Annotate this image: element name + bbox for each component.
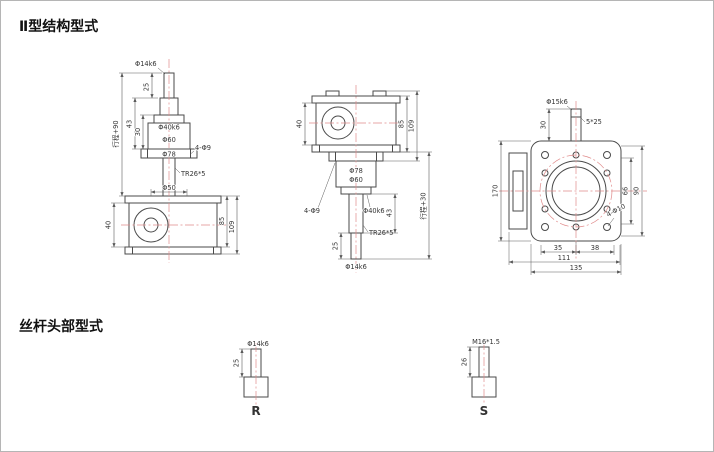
dim-85: 85: [398, 120, 406, 128]
section-title-screw-head: 丝杆头部型式: [19, 318, 103, 335]
label-keyway: 5*25: [586, 118, 602, 126]
dim-43: 43: [386, 209, 394, 217]
dim-90: 90: [633, 187, 641, 195]
bolt-hole: [603, 169, 611, 177]
dim-38: 38: [591, 244, 599, 252]
head-type-s: M16*1.5 26 S: [460, 337, 501, 418]
dim-111: 111: [558, 254, 571, 262]
dim-85: 85: [218, 217, 226, 225]
dim-109: 109: [408, 120, 416, 133]
housing-top-plate: [124, 195, 222, 204]
label-phi60: Φ60: [349, 176, 363, 184]
dim-35: 35: [554, 244, 562, 252]
bolt-hole: [541, 205, 549, 213]
label-phi14k6: Φ14k6: [345, 263, 367, 271]
label-thread: TR26*5: [180, 170, 206, 178]
type-label-r: R: [251, 404, 260, 418]
section-title-structure: Ⅱ型结构型式: [19, 18, 98, 35]
dim-stroke-90: 行程+90: [111, 120, 120, 147]
view-flange-end: Φ15k6 30 5*25 170 66 90 4-Φ10: [491, 97, 647, 275]
centerlines: [121, 59, 231, 263]
label-phi14k6: Φ14k6: [135, 60, 157, 68]
dim-30: 30: [540, 121, 548, 129]
dim-40: 40: [105, 221, 113, 229]
dim-40: 40: [296, 120, 304, 128]
dimensions: 40 4-Φ9 Φ40k6 Φ78 Φ60 TR26*5 43 25 Φ14k6…: [295, 90, 432, 272]
label-bolt-holes: 4-Φ9: [195, 144, 211, 152]
bolt-hole: [541, 169, 549, 177]
label-phi50: Φ50: [162, 184, 176, 192]
mount-pad: [325, 90, 340, 97]
bolt-hole: [603, 205, 611, 213]
corner-hole: [603, 223, 611, 231]
label-phi14k6: Φ14k6: [247, 340, 269, 348]
dim-43: 43: [126, 120, 134, 128]
dimensions: 25 Φ14k6 行程+90 43 30 Φ40k6 Φ60 Φ78 4-Φ9 …: [104, 59, 240, 255]
corner-hole: [541, 223, 549, 231]
dim-66: 66: [622, 187, 630, 195]
dim-stroke-30: 行程+30: [419, 192, 428, 219]
dim-25: 25: [233, 359, 241, 367]
corner-hole: [603, 151, 611, 159]
label-m16: M16*1.5: [472, 338, 500, 346]
housing-base-plate: [124, 246, 222, 255]
centerlines: [309, 85, 403, 273]
view-middle-jack: 40 4-Φ9 Φ40k6 Φ78 Φ60 TR26*5 43 25 Φ14k6…: [295, 85, 432, 273]
label-phi40k6: Φ40k6: [158, 124, 180, 132]
label-phi15k6: Φ15k6: [546, 98, 568, 106]
label-phi60: Φ60: [162, 136, 176, 144]
dim-30: 30: [134, 128, 142, 136]
label-phi40k6: Φ40k6: [363, 207, 385, 215]
label-bolt-holes: 4-Φ9: [304, 207, 320, 215]
label-phi78: Φ78: [162, 151, 176, 159]
corner-hole: [541, 151, 549, 159]
dim-109: 109: [228, 221, 236, 234]
dim-25: 25: [143, 83, 151, 91]
bolt-circle: [539, 154, 613, 228]
jack-outline: [124, 72, 222, 255]
dim-26: 26: [461, 358, 469, 366]
type-label-s: S: [480, 404, 489, 418]
view-left-jack: 25 Φ14k6 行程+90 43 30 Φ40k6 Φ60 Φ78 4-Φ9 …: [104, 59, 240, 263]
dim-170: 170: [492, 185, 500, 198]
dim-135: 135: [570, 264, 583, 272]
centerlines: [499, 101, 647, 259]
label-phi78: Φ78: [349, 167, 363, 175]
flange-outline: [508, 108, 622, 242]
dim-25: 25: [332, 242, 340, 250]
head-type-r: Φ14k6 25 R: [232, 339, 270, 418]
mount-pad: [372, 90, 387, 97]
